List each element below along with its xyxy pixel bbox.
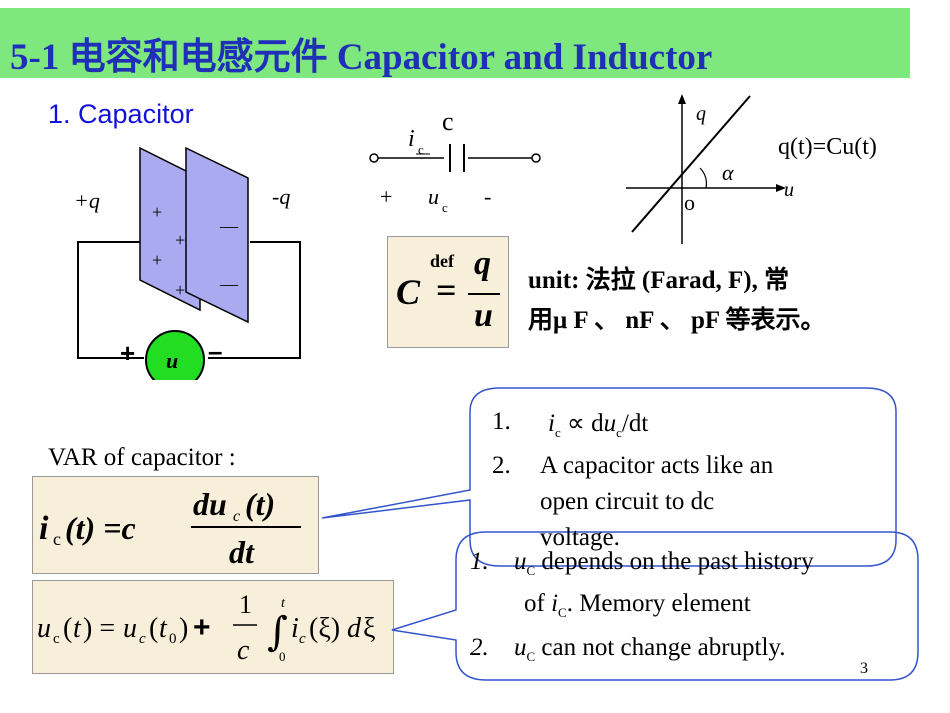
title-bar bbox=[0, 8, 910, 78]
callout-2-item-1-line-2: of iC. Memory element bbox=[524, 590, 751, 620]
right-wire bbox=[208, 241, 301, 359]
section-heading: 1. Capacitor bbox=[48, 99, 194, 129]
voltage-subscript: c bbox=[442, 200, 448, 215]
current-label: i bbox=[408, 126, 415, 152]
svg-text:): ) bbox=[179, 613, 188, 644]
plus-q-label: +q bbox=[74, 188, 100, 213]
svg-text:t: t bbox=[73, 613, 82, 644]
minus-q-label: -q bbox=[272, 184, 290, 209]
svg-text:(t): (t) bbox=[245, 486, 275, 522]
plate-plus-sign: + bbox=[175, 280, 185, 300]
capacitor-c-label: c bbox=[442, 107, 454, 136]
svg-text:(: ( bbox=[149, 613, 158, 644]
alpha-label: α bbox=[722, 160, 734, 185]
symbol-plus: + bbox=[380, 184, 392, 209]
page-number: 3 bbox=[860, 660, 868, 677]
fraction-bar bbox=[468, 293, 500, 295]
plate-plus-sign: + bbox=[175, 230, 185, 250]
svg-text:0: 0 bbox=[169, 631, 177, 647]
plate-plus-sign: + bbox=[152, 250, 162, 270]
definition-formula: C def = q u bbox=[387, 236, 509, 348]
plate-plus-sign: + bbox=[152, 202, 162, 222]
svg-text:ξ: ξ bbox=[363, 613, 375, 644]
svg-text:) =: ) = bbox=[83, 613, 115, 644]
unit-line-1: unit: 法拉 (Farad, F), 常 bbox=[528, 267, 790, 294]
alpha-arc bbox=[699, 167, 708, 189]
formula-denominator: u bbox=[474, 297, 493, 334]
svg-text:(: ( bbox=[63, 613, 72, 644]
svg-text:d: d bbox=[347, 613, 362, 644]
relation-label: q(t)=Cu(t) bbox=[778, 134, 877, 160]
svg-text:du: du bbox=[193, 486, 227, 522]
symbol-minus: - bbox=[484, 184, 491, 209]
callout-1-item-1: ic ∝ duc/dt bbox=[548, 410, 649, 440]
callout-2-bubble bbox=[391, 531, 919, 681]
formula-current-lhs: i bbox=[39, 510, 49, 547]
current-formula: i c (t) =c du c (t) dt bbox=[32, 476, 319, 574]
callout-1-item-1-number: 1. bbox=[492, 408, 511, 435]
svg-text:0: 0 bbox=[279, 649, 286, 664]
svg-text:u: u bbox=[123, 613, 137, 644]
svg-text:c: c bbox=[237, 635, 250, 666]
current-subscript: c bbox=[418, 142, 424, 157]
svg-text:c: c bbox=[139, 631, 146, 647]
svg-text:c: c bbox=[299, 631, 306, 647]
svg-text:1: 1 bbox=[239, 590, 252, 619]
right-plate bbox=[185, 146, 249, 324]
svg-text:∫: ∫ bbox=[267, 609, 288, 655]
svg-text:c: c bbox=[53, 529, 61, 549]
callout-1-item-2-line-2: open circuit to dc bbox=[540, 488, 715, 515]
svg-text:(t) =c: (t) =c bbox=[65, 510, 136, 546]
q-axis-label: q bbox=[696, 103, 706, 125]
capacitor-symbol-figure: c i c + u c - bbox=[369, 107, 541, 215]
svg-text:t: t bbox=[281, 596, 286, 611]
q-u-line bbox=[631, 95, 751, 233]
svg-text:+: + bbox=[193, 611, 211, 644]
source-minus: – bbox=[208, 336, 222, 366]
callout-2-item-1-line-1: uC depends on the past history bbox=[514, 548, 814, 578]
formula-numerator: q bbox=[474, 245, 491, 282]
formula-lhs: C bbox=[396, 272, 421, 312]
source-label: u bbox=[166, 348, 178, 373]
unit-line-2: 用μ F 、 nF 、 pF 等表示。 bbox=[528, 307, 826, 334]
callout-2-item-2-number: 2. bbox=[470, 634, 489, 661]
callout-2-item-2: uC can not change abruptly. bbox=[514, 634, 786, 664]
left-wire bbox=[77, 241, 144, 359]
svg-text:c: c bbox=[53, 631, 60, 647]
left-plate bbox=[139, 146, 201, 312]
voltage-label: u bbox=[428, 184, 439, 209]
u-axis-label: u bbox=[784, 179, 794, 201]
capacitor-plates-figure: + + + + — — +q -q u + – bbox=[74, 146, 301, 380]
callout-1-item-2-line-3: voltage. bbox=[540, 524, 620, 551]
def-label: def bbox=[430, 251, 454, 271]
plate-minus-sign: — bbox=[219, 274, 239, 294]
callout-1-item-2-line-1: A capacitor acts like an bbox=[540, 452, 774, 479]
voltage-source bbox=[145, 330, 205, 380]
plate-minus-sign: — bbox=[219, 216, 239, 236]
voltage-formula-svg: u c ( t ) = u c ( t 0 ) + 1 c ∫ t 0 i c … bbox=[37, 590, 375, 666]
svg-text:t: t bbox=[159, 613, 168, 644]
equals-sign: = bbox=[436, 270, 457, 310]
source-plus: + bbox=[120, 338, 135, 368]
var-label: VAR of capacitor : bbox=[48, 444, 236, 471]
svg-text:u: u bbox=[37, 613, 51, 644]
voltage-formula: u c ( t ) = u c ( t 0 ) + 1 c ∫ t 0 i c … bbox=[32, 580, 394, 674]
svg-text:dt: dt bbox=[229, 534, 255, 570]
q-u-graph: q u α o q(t)=Cu(t) bbox=[626, 94, 877, 244]
origin-label: o bbox=[684, 190, 695, 215]
svg-text:i: i bbox=[291, 613, 299, 644]
svg-text:c: c bbox=[233, 508, 240, 525]
callout-2-item-1-number: 1. bbox=[470, 548, 489, 575]
callout-1-bubble bbox=[321, 387, 897, 567]
callout-1-item-2-number: 2. bbox=[492, 452, 511, 479]
slide-title: 5-1 电容和电感元件 Capacitor and Inductor bbox=[10, 37, 713, 78]
current-formula-svg: i c (t) =c du c (t) dt bbox=[39, 486, 301, 570]
svg-text:(ξ): (ξ) bbox=[309, 613, 340, 644]
